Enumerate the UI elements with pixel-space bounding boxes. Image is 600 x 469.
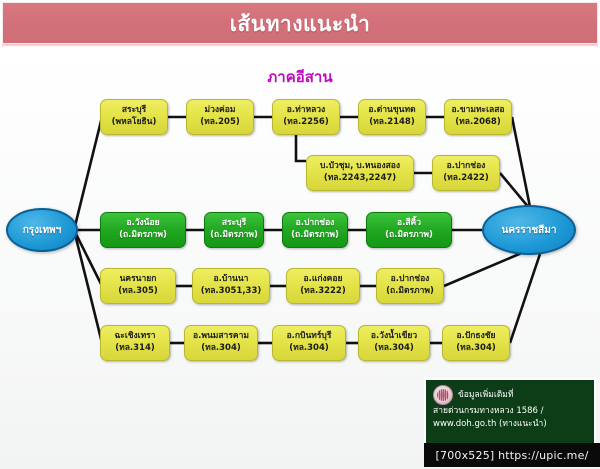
- node-title: ม่วงค่อม: [204, 105, 236, 116]
- link-bangkok-row5: [72, 229, 104, 344]
- page-title: เส้นทางแนะนำ: [229, 11, 371, 36]
- node-route: (ทล.2422): [443, 173, 489, 183]
- terminal-korat[interactable]: นครราชสีมา: [482, 205, 576, 255]
- node-row1-thaluang[interactable]: อ.ท่าหลวง (ทล.2256): [272, 99, 340, 135]
- node-title: อ.บ้านนา: [213, 274, 249, 285]
- node-title: อ.ปากช่อง: [295, 218, 335, 229]
- node-title: อ.สีคิ้ว: [397, 218, 421, 229]
- node-title: อ.วังน้อย: [126, 218, 160, 229]
- node-title: นครนายก: [119, 274, 157, 285]
- node-row3-saraburi[interactable]: สระบุรี (ถ.มิตรภาพ): [204, 212, 264, 248]
- link-row2-korat: [499, 172, 531, 210]
- node-route: (ทล.205): [200, 117, 240, 127]
- node-route: (ทล.304): [374, 343, 414, 353]
- link-row4-korat: [443, 250, 525, 288]
- node-row1-saraburi[interactable]: สระบุรี (พหลโยธิน): [100, 99, 168, 135]
- node-title: ฉะเชิงเทรา: [114, 331, 156, 342]
- node-route: (ถ.มิตรภาพ): [291, 230, 339, 240]
- node-title: อ.ปากช่อง: [390, 274, 430, 285]
- node-title: อ.แก่งคอย: [303, 274, 343, 285]
- node-title: อ.วังน้ำเขียว: [370, 331, 418, 342]
- header-bar: เส้นทางแนะนำ: [2, 2, 598, 44]
- node-row5-phanomsarakham[interactable]: อ.พนมสารคาม (ทล.304): [184, 325, 258, 361]
- link-bangkok-row4: [72, 229, 104, 287]
- link-row1-korat: [510, 116, 532, 208]
- watermark-text: [700x525] https://upic.me/: [435, 448, 589, 462]
- node-row2-buachum-nongsong[interactable]: บ.บัวชุม, บ.หนองสอง (ทล.2243,2247): [306, 155, 414, 191]
- node-title: บ.บัวชุม, บ.หนองสอง: [319, 161, 401, 172]
- link-r1-3-to-r2-1: [294, 133, 306, 163]
- node-row4-banna[interactable]: อ.บ้านนา (ทล.3051,33): [192, 268, 270, 304]
- connector-lines: [72, 115, 542, 345]
- node-row5-kabinburi[interactable]: อ.กบินทร์บุรี (ทล.304): [272, 325, 346, 361]
- node-title: อ.พนมสารคาม: [193, 331, 249, 342]
- node-route: (ทล.304): [201, 343, 241, 353]
- node-row3-wangnoi[interactable]: อ.วังน้อย (ถ.มิตรภาพ): [100, 212, 186, 248]
- node-route: (ทล.304): [289, 343, 329, 353]
- node-title: สระบุรี: [121, 105, 147, 116]
- node-route: (ทล.3051,33): [200, 286, 262, 296]
- node-route: (ทล.2148): [369, 117, 415, 127]
- node-row5-chachoengsao[interactable]: ฉะเชิงเทรา (ทล.314): [100, 325, 170, 361]
- info-box-website[interactable]: www.doh.go.th (ทางแนะนำ): [433, 418, 547, 429]
- node-route: (ทล.2243,2247): [323, 173, 397, 183]
- node-row1-dankhunthot[interactable]: อ.ด่านขุนทด (ทล.2148): [358, 99, 426, 135]
- node-row5-wangnamkhiao[interactable]: อ.วังน้ำเขียว (ทล.304): [358, 325, 430, 361]
- node-route: (ทล.304): [456, 343, 496, 353]
- node-title: อ.ปักธงชัย: [456, 331, 496, 342]
- node-row1-khamthaleso[interactable]: อ.ขามทะเลสอ (ทล.2068): [444, 99, 512, 135]
- node-route: (ทล.3222): [300, 286, 346, 296]
- info-box-heading: ข้อมูลเพิ่มเติมที่: [458, 389, 514, 400]
- node-row4-kaengkhoi[interactable]: อ.แก่งคอย (ทล.3222): [286, 268, 360, 304]
- node-title: อ.ด่านขุนทด: [368, 105, 416, 116]
- node-route: (พหลโยธิน): [111, 117, 157, 127]
- node-route: (ถ.มิตรภาพ): [385, 230, 433, 240]
- node-route: (ทล.2068): [455, 117, 501, 127]
- node-title: อ.ปากช่อง: [446, 161, 486, 172]
- diagram-subtitle: ภาคอีสาน: [267, 68, 333, 86]
- link-bangkok-row1: [72, 116, 104, 231]
- watermark-bar: [700x525] https://upic.me/: [424, 443, 600, 467]
- department-of-highways-emblem-icon: [433, 385, 453, 405]
- node-route: (ถ.มิตรภาพ): [210, 230, 258, 240]
- node-route: (ทล.314): [115, 343, 155, 353]
- info-box: ข้อมูลเพิ่มเติมที่ สายด่วนกรมทางหลวง 158…: [424, 378, 596, 450]
- terminal-bangkok[interactable]: กรุงเทพฯ: [6, 208, 78, 252]
- node-row4-pakchong[interactable]: อ.ปากช่อง (ถ.มิตรภาพ): [376, 268, 444, 304]
- link-row5-korat: [508, 253, 542, 344]
- terminal-korat-label: นครราชสีมา: [501, 224, 557, 236]
- node-route: (ทล.2256): [283, 117, 329, 127]
- node-row5-pakthongchai[interactable]: อ.ปักธงชัย (ทล.304): [442, 325, 510, 361]
- node-route: (ถ.มิตรภาพ): [386, 286, 434, 296]
- node-title: อ.ท่าหลวง: [286, 105, 326, 116]
- node-row1-muangkhom[interactable]: ม่วงค่อม (ทล.205): [186, 99, 254, 135]
- terminal-bangkok-label: กรุงเทพฯ: [22, 224, 62, 236]
- node-route: (ถ.มิตรภาพ): [119, 230, 167, 240]
- node-title: อ.ขามทะเลสอ: [451, 105, 505, 116]
- node-title: อ.กบินทร์บุรี: [286, 331, 332, 342]
- info-box-line-1: ข้อมูลเพิ่มเติมที่: [433, 385, 587, 405]
- header-underline: [2, 44, 598, 47]
- node-row4-nakhonnayok[interactable]: นครนายก (ทล.305): [100, 268, 176, 304]
- node-row2-pakchong[interactable]: อ.ปากช่อง (ทล.2422): [432, 155, 500, 191]
- node-row3-sikhio[interactable]: อ.สีคิ้ว (ถ.มิตรภาพ): [366, 212, 452, 248]
- node-row3-pakchong[interactable]: อ.ปากช่อง (ถ.มิตรภาพ): [282, 212, 348, 248]
- node-route: (ทล.305): [118, 286, 158, 296]
- info-box-hotline: สายด่วนกรมทางหลวง 1586 /: [433, 406, 544, 416]
- node-title: สระบุรี: [221, 218, 247, 229]
